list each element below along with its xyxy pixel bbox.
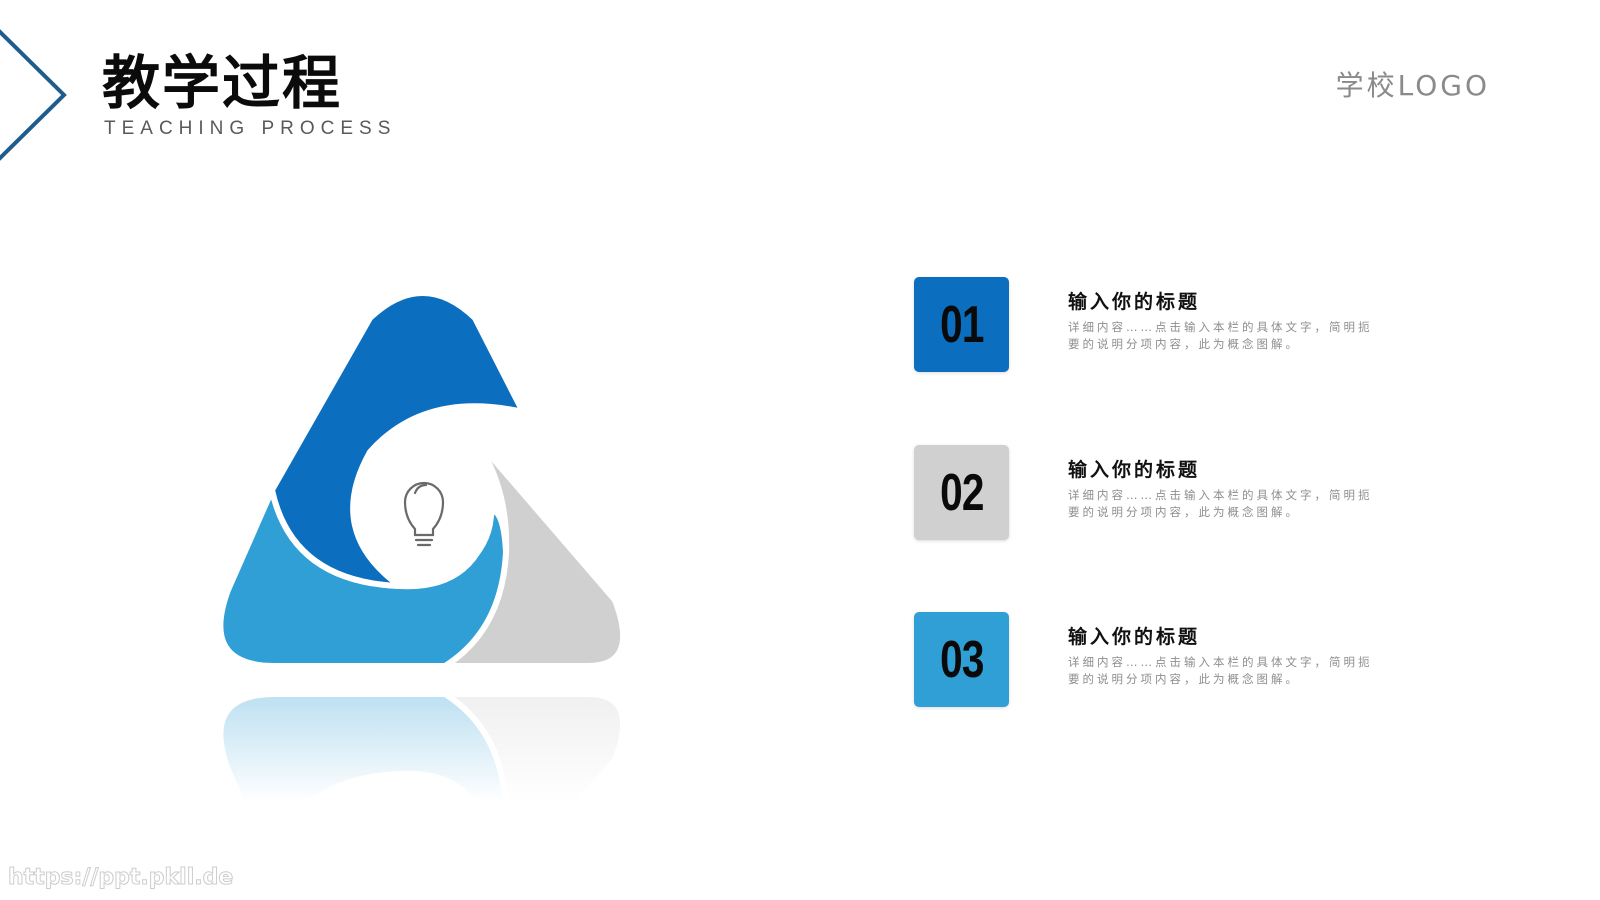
- cycle-diagram: [200, 290, 660, 802]
- center-circle: [354, 442, 494, 582]
- step-description: 详细内容……点击输入本栏的具体文字，简明扼要的说明分项内容，此为概念图解。: [1068, 655, 1373, 686]
- step-title: 输入你的标题: [1068, 291, 1201, 313]
- step-02: 02 输入你的标题 详细内容……点击输入本栏的具体文字，简明扼要的说明分项内容，…: [914, 445, 1514, 545]
- step-number-box: 01: [914, 277, 1009, 372]
- lightbulb-icon: [403, 481, 445, 547]
- step-number: 03: [939, 630, 984, 689]
- step-number-box: 03: [914, 612, 1009, 707]
- step-03: 03 输入你的标题 详细内容……点击输入本栏的具体文字，简明扼要的说明分项内容，…: [914, 612, 1514, 712]
- page-subtitle: TEACHING PROCESS: [104, 118, 397, 139]
- step-title: 输入你的标题: [1068, 459, 1201, 481]
- step-number: 02: [939, 463, 984, 522]
- step-number: 01: [939, 295, 984, 354]
- page-title: 教学过程: [102, 49, 343, 117]
- school-logo: 学校LOGO: [1335, 69, 1490, 102]
- step-description: 详细内容……点击输入本栏的具体文字，简明扼要的说明分项内容，此为概念图解。: [1068, 488, 1373, 519]
- watermark-url: https://ppt.pkll.de: [7, 865, 234, 891]
- step-description: 详细内容……点击输入本栏的具体文字，简明扼要的说明分项内容，此为概念图解。: [1068, 320, 1373, 351]
- step-number-box: 02: [914, 445, 1009, 540]
- step-01: 01 输入你的标题 详细内容……点击输入本栏的具体文字，简明扼要的说明分项内容，…: [914, 277, 1514, 377]
- step-title: 输入你的标题: [1068, 626, 1201, 648]
- corner-chevron-decoration: [0, 29, 67, 161]
- dark-blue-segment: [269, 290, 526, 589]
